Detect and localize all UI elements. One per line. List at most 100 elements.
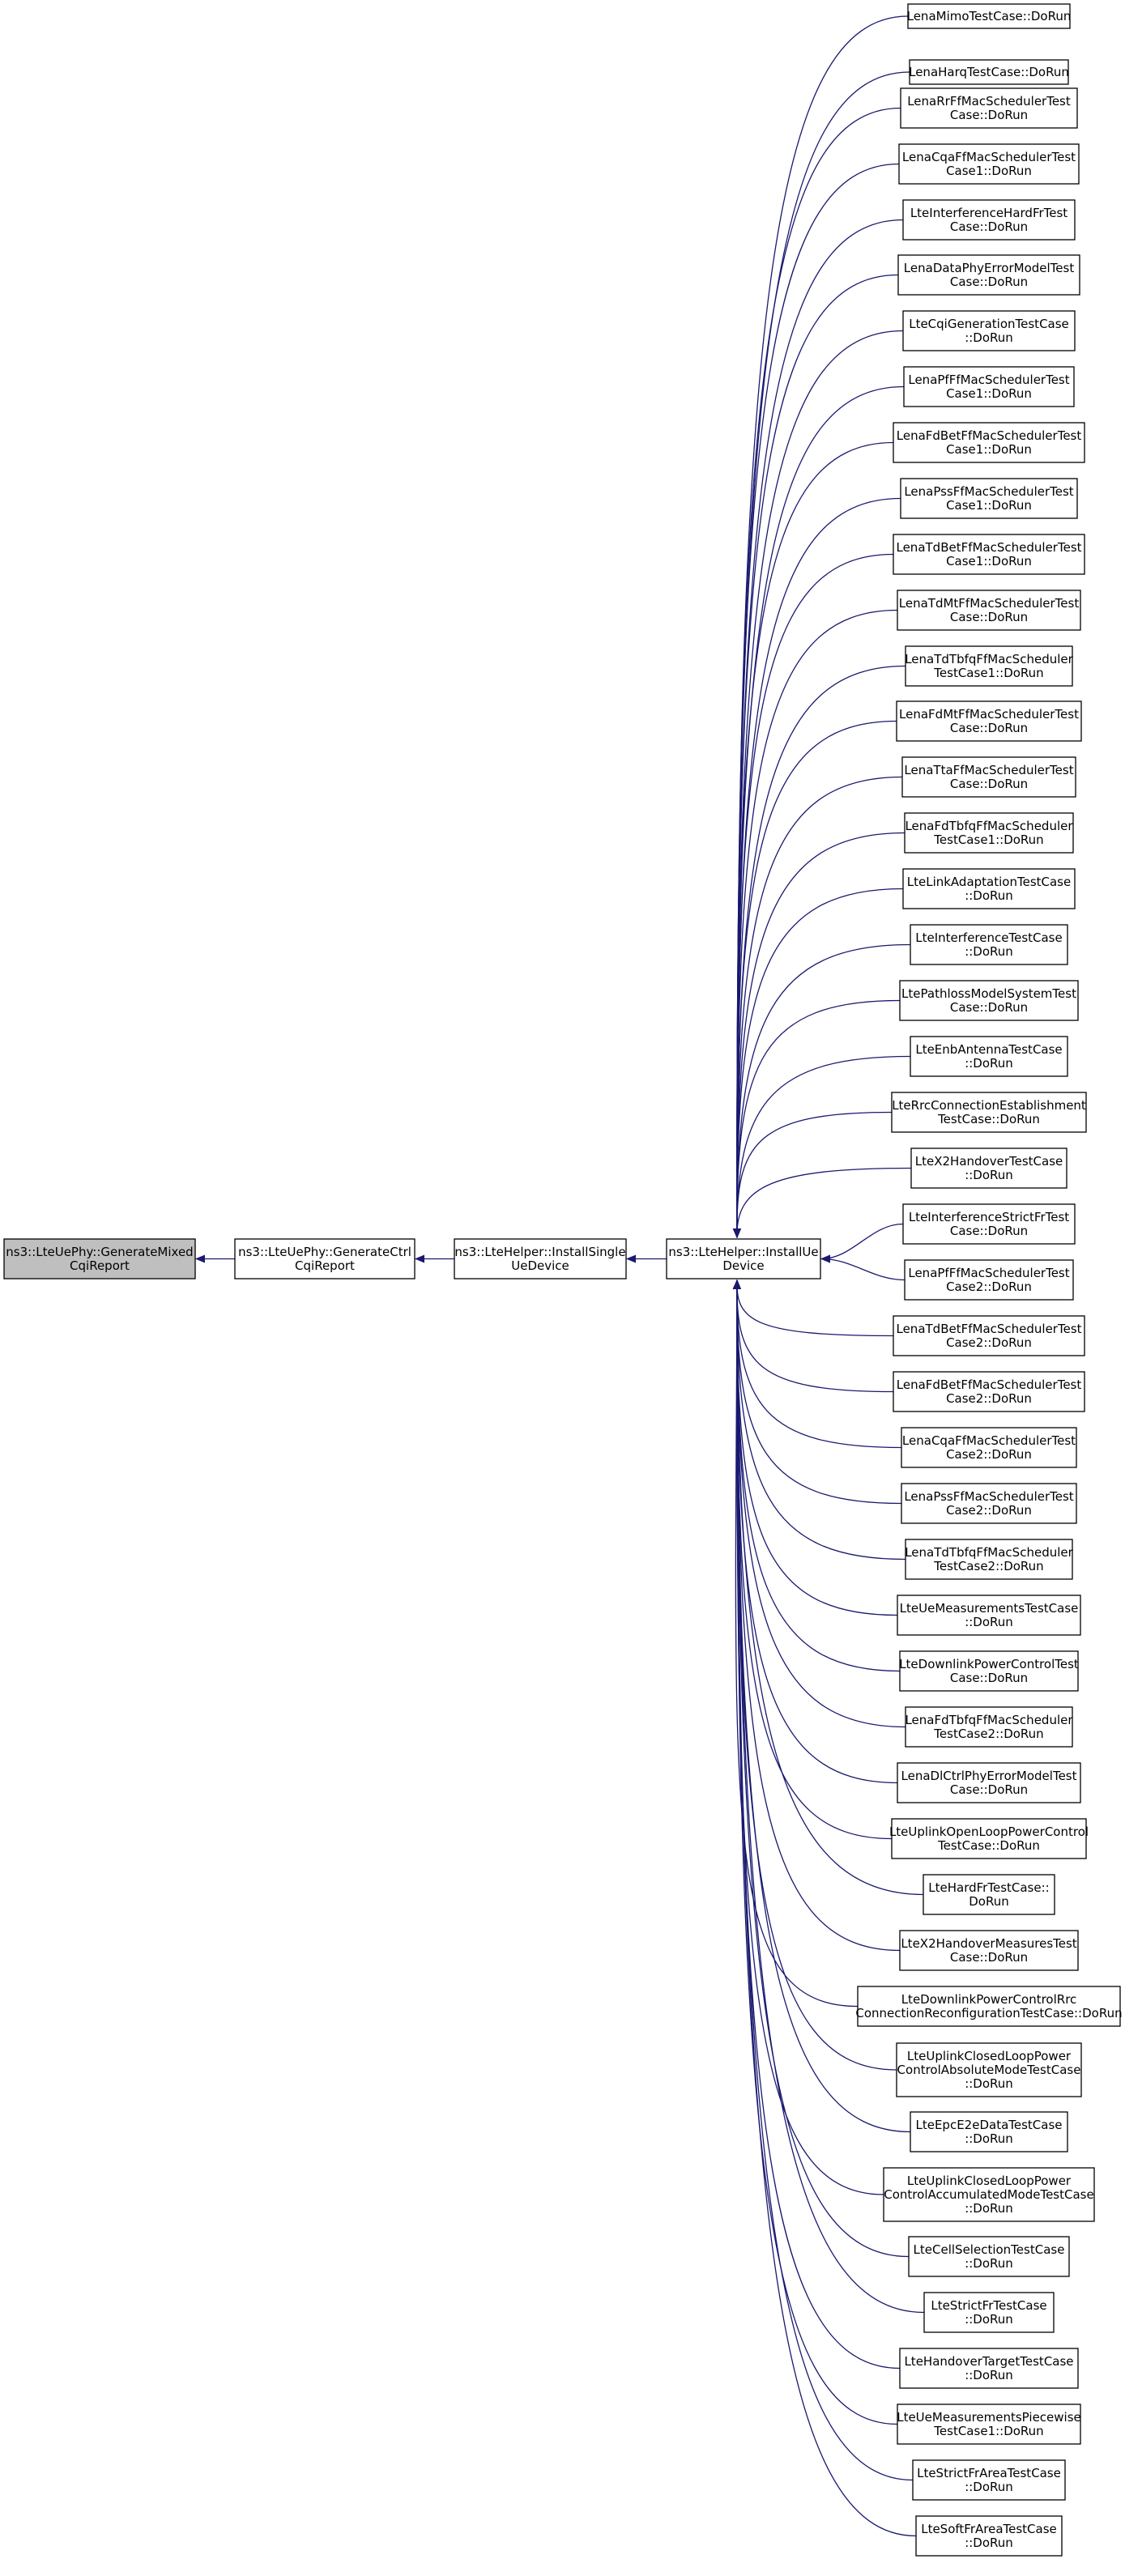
node-caller-21[interactable]: LteRrcConnectionEstablishmentTestCase::D… [891, 1092, 1087, 1133]
node-box [903, 366, 1075, 407]
node-box [883, 2167, 1095, 2222]
node-box [898, 143, 1080, 185]
call-edge [732, 1279, 884, 2195]
node-caller-44[interactable]: LteUeMeasurementsPiecewiseTestCase1::DoR… [897, 2404, 1081, 2445]
node-label-line: LteSoftFrAreaTestCase [921, 2522, 1057, 2536]
node-label-line: LenaMimoTestCase::DoRun [907, 9, 1072, 23]
call-edge [732, 1111, 893, 1238]
node-caller-34[interactable]: LteUplinkOpenLoopPowerControlTestCase::D… [889, 1818, 1089, 1859]
node-label-line: ::DoRun [965, 2368, 1013, 2382]
node-label-line: LenaFdTbfqFfMacScheduler [905, 819, 1073, 833]
node-label-line: ::DoRun [965, 2201, 1013, 2216]
node-caller-22[interactable]: LteX2HandoverTestCase::DoRun [910, 1147, 1067, 1189]
node-label-line: TestCase1::DoRun [933, 832, 1043, 847]
call-edge [820, 1223, 904, 1263]
node-label-line: ::DoRun [965, 1056, 1013, 1071]
call-edge [732, 553, 894, 1238]
node-label-line: LteEnbAntennaTestCase [915, 1042, 1062, 1057]
node-box [897, 2404, 1081, 2445]
node-box [899, 1930, 1079, 1971]
call-edge [732, 1279, 902, 1449]
call-edge [732, 1279, 898, 1616]
node-caller-45[interactable]: LteStrictFrAreaTestCase::DoRun [912, 2459, 1066, 2501]
node-caller-35[interactable]: LteHardFrTestCase::DoRun [923, 1874, 1055, 1915]
node-box [900, 87, 1078, 129]
node-caller-39[interactable]: LteEpcE2eDataTestCase::DoRun [910, 2111, 1068, 2152]
node-caller-20[interactable]: LteEnbAntennaTestCase::DoRun [910, 1036, 1068, 1077]
node-label-line: Device [722, 1258, 764, 1273]
node-caller-42[interactable]: LteStrictFrTestCase::DoRun [923, 2292, 1055, 2333]
node-label-line: TestCase1::DoRun [933, 666, 1043, 680]
call-edge [732, 1279, 897, 2071]
node-caller-2[interactable]: LenaHarqTestCase::DoRun [909, 59, 1069, 85]
node-label-line: LteCqiGenerationTestCase [909, 317, 1069, 331]
node-label-line: TestCase::DoRun [937, 1112, 1040, 1126]
node-caller-7[interactable]: LteCqiGenerationTestCase::DoRun [902, 310, 1076, 351]
call-edge [732, 385, 905, 1238]
node-box [901, 1427, 1077, 1468]
node-label-line: CqiReport [70, 1258, 130, 1273]
node-box [897, 1595, 1081, 1636]
node-box [893, 1371, 1085, 1412]
node-caller-18[interactable]: LteInterferenceTestCase::DoRun [910, 924, 1068, 965]
node-caller-17[interactable]: LteLinkAdaptationTestCase::DoRun [902, 868, 1076, 909]
node-box [904, 1259, 1074, 1301]
node-caller-30[interactable]: LteUeMeasurementsTestCase::DoRun [897, 1595, 1081, 1636]
call-edge [732, 1167, 912, 1238]
node-label-line: ::DoRun [965, 888, 1013, 903]
node-box [3, 1238, 196, 1279]
node-label-line: LenaTdBetFfMacSchedulerTest [896, 540, 1081, 555]
node-caller-40[interactable]: LteUplinkClosedLoopPowerControlAccumulat… [883, 2167, 1095, 2222]
call-edge [732, 1279, 914, 2481]
node-label-line: LenaPfFfMacSchedulerTest [908, 1266, 1069, 1280]
node-caller-41[interactable]: LteCellSelectionTestCase::DoRun [908, 2236, 1070, 2277]
node-label-line: LenaDlCtrlPhyErrorModelTest [901, 1769, 1077, 1783]
node-caller-46[interactable]: LteSoftFrAreaTestCase::DoRun [915, 2515, 1063, 2557]
node-label-line: ::DoRun [965, 2076, 1013, 2091]
node-label-line: LteInterferenceHardFrTest [910, 206, 1067, 220]
node-label-line: LenaDataPhyErrorModelTest [904, 261, 1075, 275]
node-label-line: LenaTdTbfqFfMacScheduler [905, 652, 1073, 666]
node-caller-43[interactable]: LteHandoverTargetTestCase::DoRun [899, 2348, 1079, 2389]
node-box [905, 1706, 1073, 1748]
node-label-line: Case2::DoRun [946, 1503, 1032, 1518]
call-edge [732, 1279, 898, 2425]
node-caller-1[interactable]: LenaMimoTestCase::DoRun [907, 3, 1072, 29]
call-edge [732, 888, 904, 1238]
node-label-line: Case2::DoRun [946, 1279, 1032, 1294]
call-edge [732, 15, 909, 1238]
node-label-line: Case::DoRun [950, 275, 1028, 289]
node-caller-37[interactable]: LteDownlinkPowerControlRrcConnectionReco… [855, 1986, 1123, 2027]
node-caller-38[interactable]: LteUplinkClosedLoopPowerControlAbsoluteM… [896, 2042, 1082, 2097]
